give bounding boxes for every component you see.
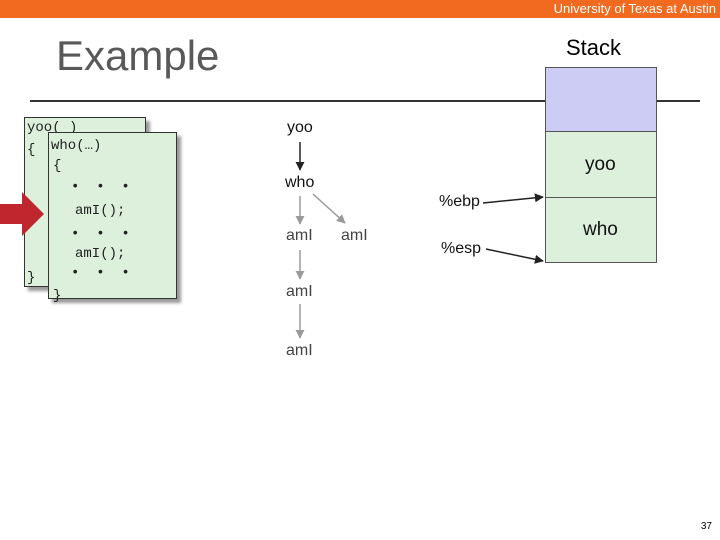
esp-pointer-arrow (485, 248, 544, 264)
tree-node-yoo: yoo (287, 119, 313, 136)
page-number: 37 (700, 521, 712, 532)
tree-node-ami: amI (341, 227, 368, 244)
register-ebp: %ebp (439, 193, 480, 210)
register-esp: %esp (441, 240, 482, 257)
who-line: • • • (71, 179, 130, 195)
tree-node-ami: amI (286, 227, 313, 244)
stack-right-rule (657, 100, 700, 102)
yoo-brace-close: } (27, 270, 36, 286)
tree-node-who: who (285, 174, 315, 191)
who-line: • • • (71, 265, 130, 281)
header-bar: University of Texas at Austin (0, 0, 720, 18)
slide-title: Example (56, 32, 220, 79)
stack-frame-who (545, 197, 657, 263)
institution-label: University of Texas at Austin (553, 1, 716, 16)
current-line-pointer-icon (0, 192, 44, 236)
who-line: • • • (71, 226, 130, 242)
stack-frame-who-label: who (583, 219, 618, 240)
tree-node-ami: amI (286, 342, 313, 359)
stack-frame-yoo-label: yoo (585, 154, 616, 175)
tree-node-ami: amI (286, 283, 313, 300)
tree-edge (312, 193, 346, 224)
ebp-pointer-arrow (482, 193, 544, 204)
who-header: who(…) (51, 138, 102, 154)
who-line: amI(); (75, 246, 126, 262)
who-brace-open: { (53, 158, 62, 174)
title-rule (30, 100, 545, 102)
stack-title: Stack (566, 35, 622, 60)
code-card-who: who(…) { • • • amI(); • • • amI(); • • •… (48, 132, 177, 304)
yoo-brace-open: { (27, 142, 36, 158)
who-line: amI(); (75, 203, 126, 219)
who-brace-close: } (53, 288, 62, 304)
